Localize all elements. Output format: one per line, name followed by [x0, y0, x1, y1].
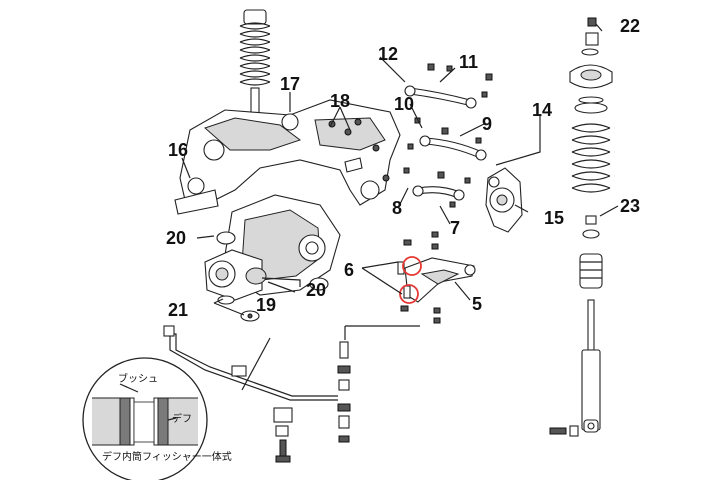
rear-subframe: [174, 99, 401, 215]
callout-8: 8: [392, 198, 402, 218]
right-shock-assembly: [549, 17, 613, 437]
callout-6: 6: [344, 260, 354, 280]
callout-numbers: 12 11 10 9 14 15 16 17 18 8 7 6 5 22 23 …: [166, 16, 640, 320]
upper-links: [403, 63, 493, 208]
callout-17: 17: [280, 74, 300, 94]
stabilizer-bar: [163, 325, 338, 463]
callout-23: 23: [620, 196, 640, 216]
callout-22: 22: [620, 16, 640, 36]
callout-12: 12: [378, 44, 398, 64]
callout-10: 10: [394, 94, 414, 114]
inset-diff-label: デフ: [172, 412, 192, 425]
callout-14: 14: [532, 100, 552, 120]
callout-21: 21: [168, 300, 188, 320]
inset-caption: デフ内筒フィッシャー一体式: [102, 450, 232, 463]
callout-20-upper: 20: [166, 228, 186, 248]
leader-lines: [181, 23, 619, 391]
callout-11: 11: [459, 52, 478, 72]
center-link-hardware: [337, 341, 351, 443]
differential: [204, 194, 341, 322]
bushing-inset: ブッシュ デフ デフ内筒フィッシャー一体式: [82, 357, 232, 480]
rear-knuckle: [485, 167, 523, 233]
lower-arm: [397, 231, 476, 324]
callout-16: 16: [168, 140, 188, 160]
inset-bush-label: ブッシュ: [118, 372, 158, 385]
callout-5: 5: [472, 294, 482, 314]
callout-15: 15: [544, 208, 564, 228]
callout-20-lower: 20: [306, 280, 326, 300]
callout-9: 9: [482, 114, 492, 134]
highlight-circles: [399, 256, 422, 304]
callout-19: 19: [256, 295, 276, 315]
left-coilover: [239, 9, 271, 123]
callout-7: 7: [450, 218, 460, 238]
callout-18: 18: [330, 91, 350, 111]
